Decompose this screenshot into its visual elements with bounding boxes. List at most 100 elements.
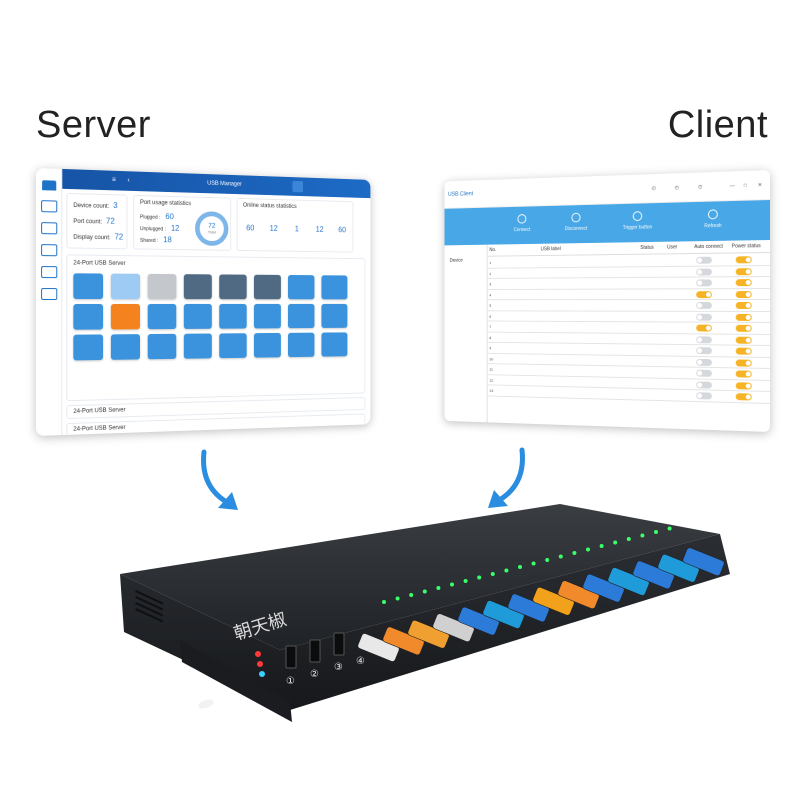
power-status-toggle[interactable] [735,381,752,390]
close-icon[interactable]: ✕ [757,182,763,189]
back-icon[interactable]: ‹ [127,177,130,185]
connect-label: Connect [513,227,531,234]
usb-port-tile[interactable] [73,273,104,300]
disconnect-button[interactable]: Disconnect [550,205,603,244]
power-status-toggle[interactable] [735,324,752,332]
usb-port-tile[interactable] [147,333,177,360]
row-number: 7 [489,324,492,329]
usb-port-tile[interactable] [253,303,281,329]
server-tab-2[interactable] [315,182,325,193]
power-status-toggle[interactable] [735,313,752,321]
usb-port-tile[interactable] [287,274,315,300]
usage-label-3: Shared [140,237,156,244]
power-status-toggle[interactable] [735,290,752,298]
auto-connect-toggle[interactable] [696,335,712,343]
led-red [255,651,261,657]
usb-port-tile[interactable] [73,334,104,361]
power-status-toggle[interactable] [735,358,752,367]
minimize-icon[interactable]: — [729,183,735,190]
panel-title[interactable]: 24-Port USB Server [73,260,126,267]
usb-port-tile[interactable] [147,303,177,330]
usb-stick [482,600,525,629]
client-menu-1[interactable]: ◴ [651,185,656,192]
usb-port-tile[interactable] [287,303,315,329]
auto-connect-toggle[interactable] [696,347,712,355]
power-status-toggle[interactable] [735,279,752,287]
server-tab-4[interactable] [346,183,356,194]
usb-port-tile[interactable] [183,303,212,329]
server-tab-3[interactable] [333,182,343,193]
table-row[interactable]: 4 [487,288,770,301]
table-row[interactable]: 5 [487,300,770,312]
trigger-label: Trigger button [622,224,653,231]
usb-port-tile[interactable] [253,332,281,358]
usb-port-tile[interactable] [73,303,104,330]
server-tab-1[interactable] [292,180,304,193]
power-status-toggle[interactable] [735,267,752,275]
port-number-2: ② [310,669,319,680]
client-menu-3[interactable]: ◴ [698,184,703,191]
usb-port-tile[interactable] [321,303,348,328]
usb-port-tile[interactable] [253,274,281,300]
auto-connect-toggle[interactable] [696,380,712,389]
trigger-button[interactable]: Trigger button [610,203,665,243]
usb-port-tile[interactable] [110,334,141,360]
auto-connect-toggle[interactable] [696,279,712,287]
user-icon[interactable] [40,266,57,279]
usb-port-tile[interactable] [147,273,177,300]
maximize-icon[interactable]: □ [743,182,747,189]
auto-connect-toggle[interactable] [696,302,712,309]
auto-connect-toggle[interactable] [696,313,712,321]
auto-connect-toggle[interactable] [696,369,712,377]
auto-connect-toggle[interactable] [696,256,712,264]
power-status-toggle[interactable] [735,256,752,264]
refresh-button[interactable]: Refresh [684,201,741,242]
usb-port-tile[interactable] [321,275,348,300]
usb-port-tile[interactable] [183,274,212,300]
usb-port-tile[interactable] [219,274,247,300]
row-number: 5 [489,302,492,308]
auto-connect-toggle[interactable] [696,392,712,400]
online-value-1: 60 [246,223,255,233]
menu-icon[interactable]: ≡ [111,176,116,184]
port-led [490,572,495,576]
auto-connect-toggle[interactable] [696,290,712,298]
server-window-wrap: ≡ ‹ USB Manager Device count:3 Port coun… [36,168,396,438]
online-value-5: 60 [338,225,347,235]
power-status-toggle[interactable] [735,393,752,401]
list-icon[interactable] [40,222,57,235]
power-status-toggle[interactable] [735,347,752,355]
row-number: 12 [489,377,494,383]
home-icon[interactable] [41,180,56,191]
usb-port-tile[interactable] [219,303,247,329]
settings-icon[interactable] [40,288,57,301]
power-status-toggle[interactable] [735,336,752,344]
usb-port-tile[interactable] [110,273,141,300]
col-no: No. [489,247,497,253]
usb-port-tile[interactable] [321,332,348,357]
server-icon[interactable] [40,200,57,213]
power-status-toggle[interactable] [735,302,752,309]
device-front [120,534,730,710]
row-number: 13 [489,388,494,393]
server-window: ≡ ‹ USB Manager Device count:3 Port coun… [36,168,371,436]
usb-port-tile[interactable] [287,332,315,358]
port-number-4: ④ [356,656,365,667]
connect-button[interactable]: Connect [496,206,548,245]
device-label: Device [449,257,463,264]
usb-port-tile[interactable] [219,333,247,359]
auto-connect-toggle[interactable] [696,358,712,366]
client-app-name: USB Client [447,191,474,198]
auto-connect-toggle[interactable] [696,268,712,276]
online-value-3: 1 [294,224,299,234]
auto-connect-toggle[interactable] [696,324,712,332]
port-led [436,586,441,590]
client-menu-2[interactable]: ◴ [674,184,680,191]
users-icon[interactable] [40,244,57,257]
power-status-toggle[interactable] [735,370,752,378]
port-led [613,540,618,545]
usage-ring: 72 Total [195,211,229,247]
row-number: 4 [489,292,492,297]
usb-port-tile[interactable] [183,333,212,359]
usb-port-tile[interactable] [110,303,141,330]
